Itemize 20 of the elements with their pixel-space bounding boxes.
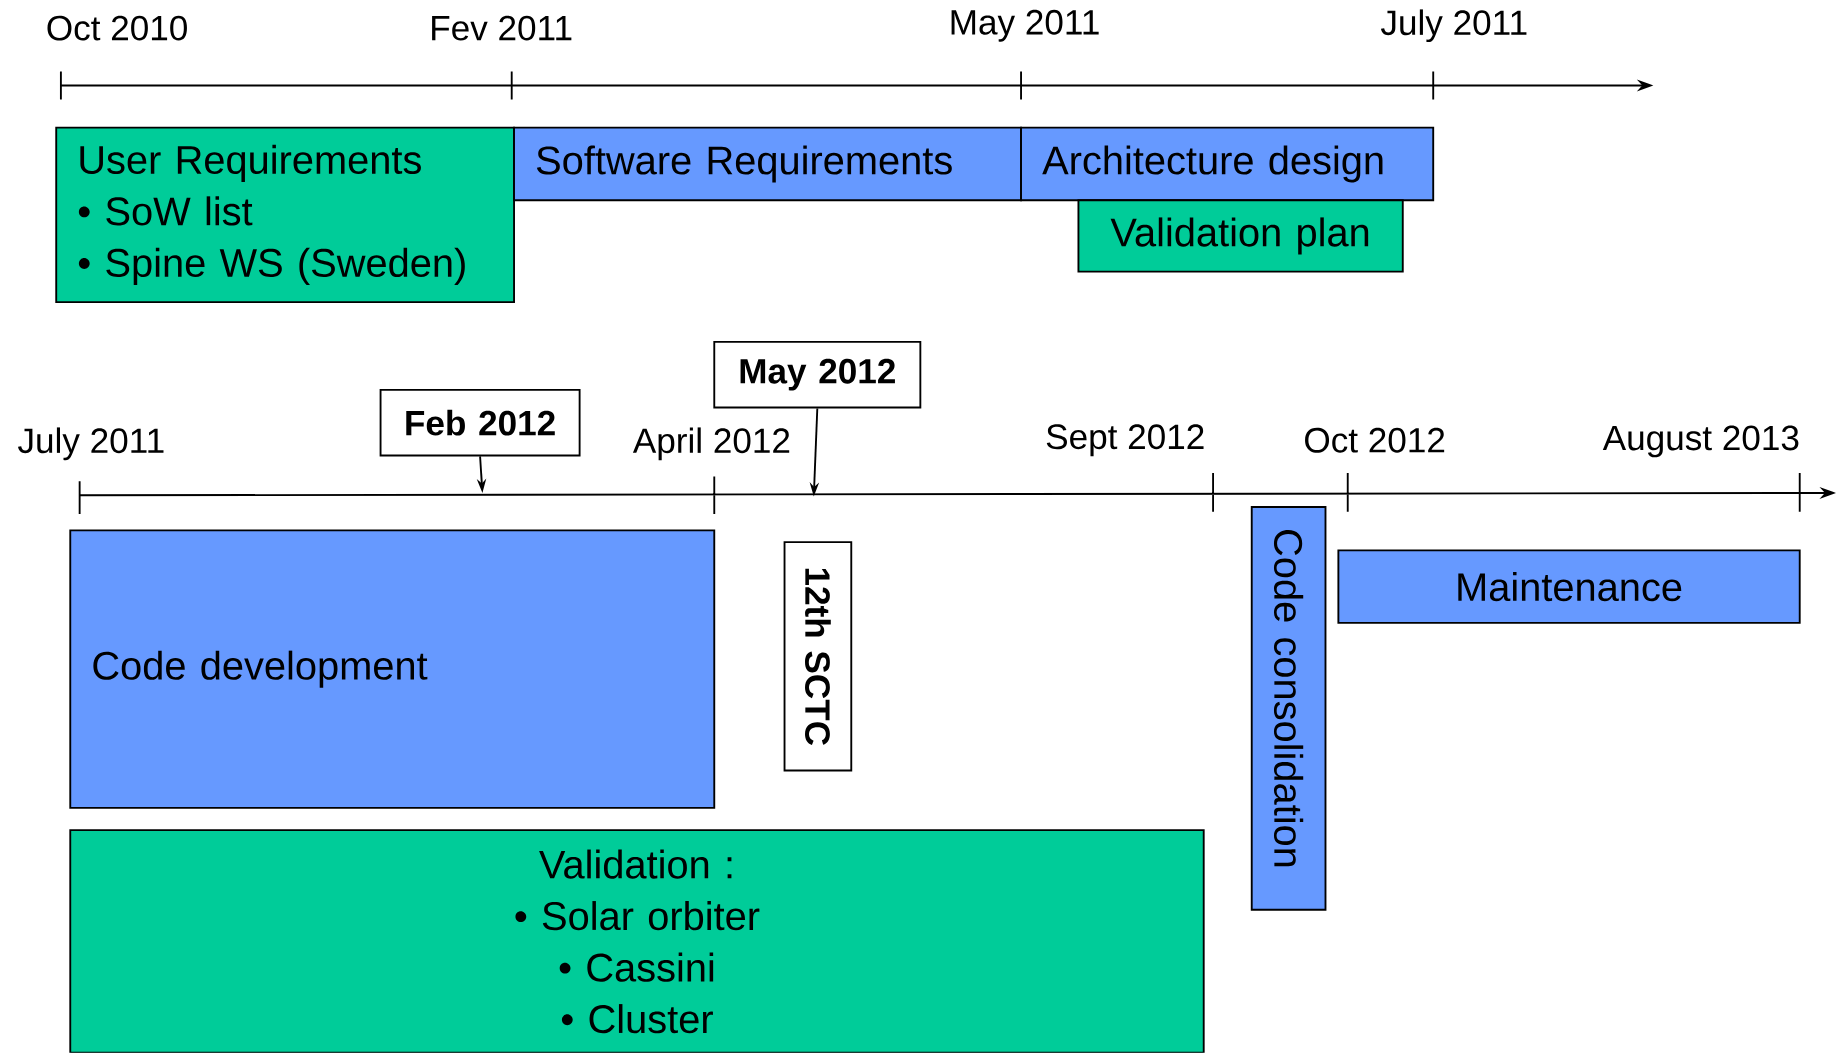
date-label: Oct 2012: [1305, 428, 1445, 453]
milestone-box: May 2012: [713, 341, 922, 409]
task-bar: Validation : • Solar orbiter • Cassini • Cluster: [69, 829, 1205, 1053]
date-label: August 2013: [1602, 425, 1799, 458]
date-label: April 2012: [632, 427, 790, 461]
task-bar: Software Requirements: [513, 126, 1022, 202]
task-bar: User Requirements • SoW list • Spine WS (Sweden): [55, 126, 515, 304]
task-bar: Code consolidation: [1250, 506, 1327, 911]
date-label: May 2011: [951, 10, 1099, 42]
date-label: Oct 2010: [47, 15, 187, 41]
task-bar: Architecture design: [1020, 126, 1435, 202]
date-label: Sept 2012: [1046, 424, 1204, 457]
task-bar: Maintenance: [1337, 549, 1801, 625]
task-bar: Code development: [69, 529, 716, 810]
date-label: July 2011: [1380, 9, 1527, 43]
date-label: Fev 2011: [432, 15, 572, 41]
milestone-box: Feb 2012: [379, 389, 581, 457]
task-bar: Validation plan: [1077, 199, 1404, 273]
milestone-box: 12th SCTC: [783, 541, 853, 772]
date-label: July 2011: [18, 427, 164, 461]
